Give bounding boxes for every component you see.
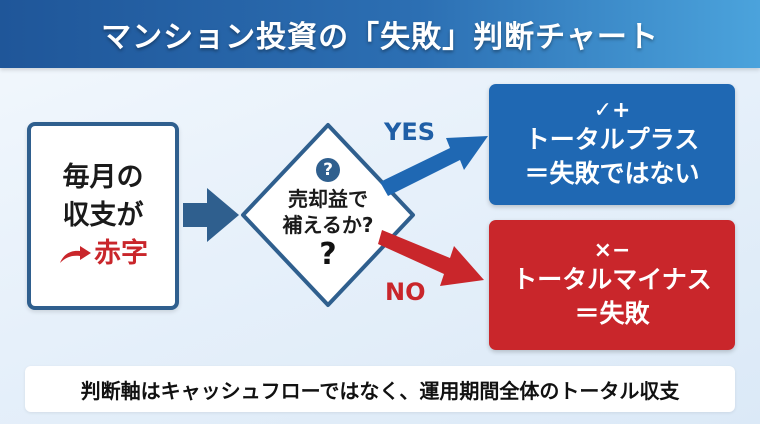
yes-arrow-icon [380, 136, 488, 196]
check-plus-icon: ✓+ [593, 97, 631, 123]
result-no-line-2: ＝失敗 [574, 299, 650, 328]
flow-arrow-icon [183, 188, 239, 242]
start-line-2: 収支が [62, 200, 144, 231]
result-yes-box: ✓+ トータルプラス ＝失敗ではない [489, 84, 735, 205]
no-arrow-icon [378, 230, 484, 286]
start-red-text: 赤字 [94, 238, 148, 269]
big-question-mark: ? [319, 237, 337, 272]
decision-line-1: 売却益で [288, 187, 368, 211]
result-yes-line-2: ＝失敗ではない [524, 158, 700, 188]
question-icon: ? [316, 158, 340, 182]
start-node: 毎月の 収支が 赤字 [27, 122, 179, 310]
footer-note: 判断軸はキャッシュフローではなく、運用期間全体のトータル収支 [25, 366, 735, 412]
yes-label: YES [384, 118, 436, 146]
red-curved-arrow-icon [60, 246, 91, 263]
cross-minus-icon: ×− [593, 238, 631, 263]
header-banner: マンション投資の「失敗」判断チャート [0, 0, 760, 68]
result-no-box: ×− トータルマイナス ＝失敗 [489, 220, 735, 350]
decision-node: ? 売却益で 補えるか? ? [238, 120, 418, 310]
result-no-line-1: トータルマイナス [512, 265, 712, 294]
result-yes-line-1: トータルプラス [524, 124, 700, 154]
decision-line-2: 補えるか? [282, 213, 374, 237]
page-title: マンション投資の「失敗」判断チャート [101, 20, 659, 55]
start-line-1: 毎月の [62, 162, 144, 193]
start-line-3: 赤字 [58, 235, 148, 273]
footer-text: 判断軸はキャッシュフローではなく、運用期間全体のトータル収支 [80, 378, 680, 403]
no-label: NO [385, 278, 426, 306]
